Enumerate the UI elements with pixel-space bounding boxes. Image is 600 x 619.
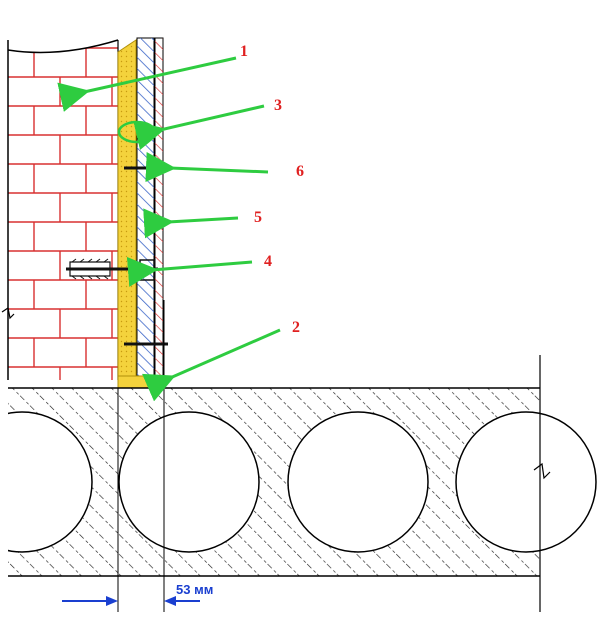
brick-wall [1, 39, 119, 380]
slab-void [455, 411, 597, 553]
callout-2: 2 [292, 319, 300, 336]
arrow-2 [142, 328, 281, 402]
callout-labels: 1 3 6 5 4 2 [240, 43, 304, 336]
base-support-strip [117, 375, 165, 389]
hollow-core-slab [0, 355, 597, 612]
arrow-5 [143, 208, 239, 239]
arrow-6 [145, 152, 269, 183]
dimension-label: 53 мм [176, 582, 213, 597]
callout-4: 4 [264, 253, 272, 270]
outer-layer [154, 37, 164, 379]
callout-3: 3 [274, 97, 282, 114]
slab-void [287, 411, 429, 553]
slab-void [118, 411, 260, 553]
callout-arrows [57, 56, 281, 402]
callout-1: 1 [240, 43, 248, 60]
callout-5: 5 [254, 209, 262, 226]
insulation-layer [117, 39, 137, 379]
arrow-4 [126, 256, 253, 287]
slab-void [0, 411, 93, 553]
callout-6: 6 [296, 163, 304, 180]
dimension-lines: 53 мм [62, 300, 213, 612]
cladding-layer [136, 37, 155, 379]
arrow-3 [133, 104, 265, 151]
arrow-1 [57, 56, 237, 112]
